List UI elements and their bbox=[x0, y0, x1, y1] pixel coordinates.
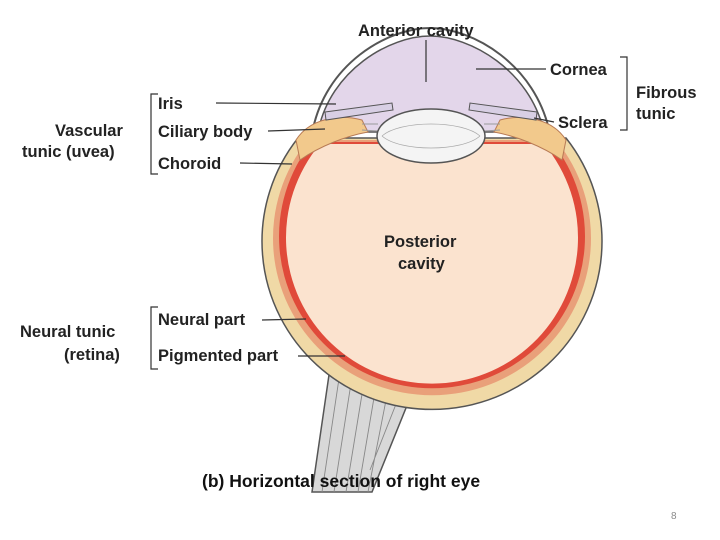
cornea bbox=[311, 26, 551, 135]
fibrous-tunic-label-line1: Fibrous bbox=[636, 84, 697, 102]
neural-tunic-label-line2: (retina) bbox=[64, 346, 120, 364]
ciliary-body-right bbox=[493, 117, 567, 161]
posterior-cavity-label-line1: Posterior bbox=[384, 233, 457, 251]
ciliary-body-label: Ciliary body bbox=[158, 123, 253, 141]
iris-left bbox=[324, 102, 394, 121]
pigmented-part-label: Pigmented part bbox=[158, 347, 279, 365]
iris-right bbox=[468, 102, 538, 121]
ciliary-body-left bbox=[295, 117, 369, 161]
sclera-label: Sclera bbox=[558, 114, 608, 132]
lens bbox=[376, 108, 486, 164]
anterior-cavity-label: Anterior cavity bbox=[358, 22, 474, 40]
page-number: 8 bbox=[671, 511, 677, 522]
cornea-label: Cornea bbox=[550, 61, 608, 79]
suspensory-ligaments bbox=[361, 123, 501, 132]
iris-label: Iris bbox=[158, 95, 183, 113]
figure-caption: (b) Horizontal section of right eye bbox=[202, 471, 480, 491]
brackets bbox=[150, 56, 628, 370]
vascular-tunic-label-line1: Vascular bbox=[55, 122, 123, 140]
neural-part-label: Neural part bbox=[158, 311, 246, 329]
leader-lines bbox=[215, 40, 555, 357]
lens-edge-detail bbox=[381, 123, 481, 149]
fibrous-tunic-label-line2: tunic bbox=[636, 105, 675, 123]
posterior-cavity bbox=[286, 144, 578, 384]
neural-tunic-label-line1: Neural tunic bbox=[20, 323, 115, 341]
posterior-cavity-label-line2: cavity bbox=[398, 255, 446, 273]
vascular-tunic-label-line2: tunic (uvea) bbox=[22, 143, 115, 161]
choroid-label: Choroid bbox=[158, 155, 221, 173]
